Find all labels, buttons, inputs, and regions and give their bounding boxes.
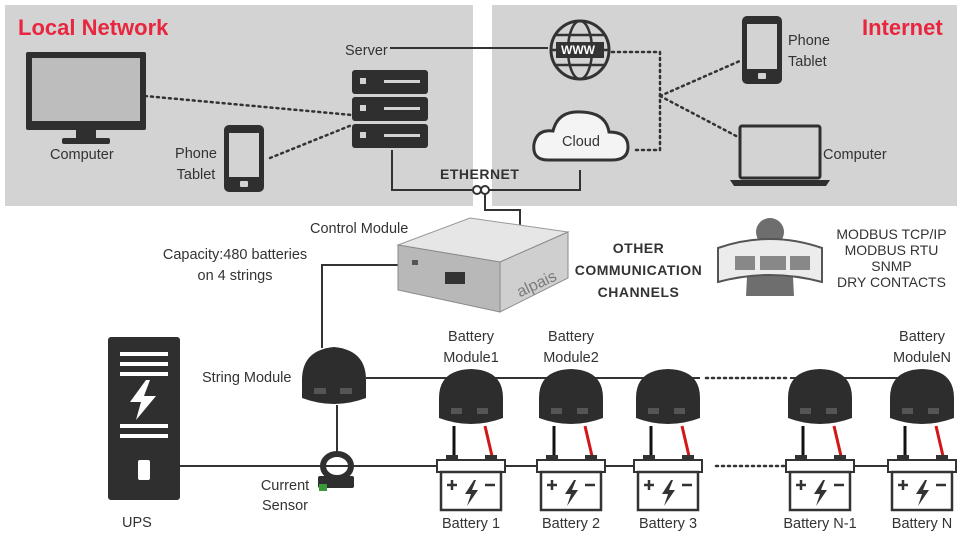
battery-module-label-line2: ModuleN <box>892 350 952 366</box>
phone-server-dotted <box>268 123 354 160</box>
protocol-list: MODBUS TCP/IP MODBUS RTU SNMP DRY CONTAC… <box>824 226 959 290</box>
positive-cable <box>832 425 843 457</box>
battery-module-device <box>890 369 954 424</box>
www-globe-icon <box>549 19 611 81</box>
phone-icon-internet <box>742 16 782 84</box>
other-channels-label: OTHER COMMUNICATION CHANNELS <box>566 240 711 301</box>
www-cloud-dotted <box>610 50 662 152</box>
battery-module-device <box>788 369 852 424</box>
phone-label-line1: Phone <box>788 33 830 49</box>
server-label: Server <box>345 43 388 59</box>
ups-label: UPS <box>122 515 152 531</box>
battery-icon <box>633 455 703 512</box>
www-label: WWW <box>561 43 595 57</box>
battery-label: Battery 2 <box>541 516 601 532</box>
cloud-label: Cloud <box>562 134 600 150</box>
battery-label: Battery 1 <box>441 516 501 532</box>
battery-module-label-line2: Module1 <box>443 350 499 366</box>
battery-icon <box>785 455 855 512</box>
protocol-item: MODBUS TCP/IP <box>836 226 947 242</box>
operator-icon <box>717 218 823 296</box>
current-sensor-line2: Sensor <box>262 498 308 514</box>
laptop-icon <box>730 124 830 186</box>
control-module-device <box>396 217 570 313</box>
battery-module-device <box>539 369 603 424</box>
positive-cable <box>483 425 494 457</box>
other-channels-line3: CHANNELS <box>597 284 680 300</box>
current-sensor-label: Current Sensor <box>254 478 316 515</box>
battery-module-device <box>439 369 503 424</box>
battery-label: Battery 3 <box>638 516 698 532</box>
positive-cable <box>680 425 691 457</box>
computer-label: Computer <box>50 147 114 163</box>
positive-cable <box>583 425 594 457</box>
battery-module-label-line2: Module2 <box>543 350 599 366</box>
phone-tablet-label-internet: Phone Tablet <box>788 33 830 71</box>
ethernet-right <box>488 170 581 191</box>
ethernet-jack-right <box>480 185 490 195</box>
current-sensor-device <box>318 451 354 491</box>
battery-module-label-line1: Battery <box>448 329 494 345</box>
server-icon <box>352 70 428 148</box>
phone-label-line1: Phone <box>175 146 217 162</box>
internet-title: Internet <box>862 15 943 40</box>
protocol-item: MODBUS RTU <box>844 242 939 258</box>
computer-server-dotted <box>143 94 354 117</box>
other-channels-line2: COMMUNICATION <box>574 262 703 278</box>
battery-module-device <box>636 369 700 424</box>
computer-monitor-icon <box>26 52 146 144</box>
phone-label-line2: Tablet <box>788 54 827 70</box>
battery-module-label-line1: Battery <box>899 329 945 345</box>
control-module-label: Control Module <box>310 221 409 237</box>
to-phone-dotted <box>658 58 744 98</box>
ups-cabinet <box>108 337 180 500</box>
to-computer-dotted <box>658 94 742 140</box>
phone-icon-local <box>224 125 264 192</box>
battery-icon <box>887 455 957 512</box>
battery-module-label-line1: Battery <box>548 329 594 345</box>
battery-label: Battery N-1 <box>783 516 857 532</box>
protocol-item: SNMP <box>871 258 912 274</box>
ethernet-to-control <box>484 192 521 232</box>
cloud-icon <box>532 110 630 162</box>
other-channels-line1: OTHER <box>612 240 665 256</box>
phone-label-line2: Tablet <box>176 167 216 183</box>
ethernet-label: ETHERNET <box>440 166 520 182</box>
string-module-label: String Module <box>202 370 292 386</box>
laptop-label: Computer <box>823 147 887 163</box>
current-sensor-line1: Current <box>260 478 310 494</box>
battery-icon <box>536 455 606 512</box>
protocol-item: DRY CONTACTS <box>837 274 946 290</box>
control-to-string-link <box>321 264 398 348</box>
battery-icon <box>436 455 506 512</box>
string-module-device <box>302 347 366 404</box>
phone-tablet-label-local: Phone Tablet <box>170 146 222 184</box>
capacity-label: Capacity:480 batteries on 4 strings <box>150 247 320 285</box>
capacity-line2: on 4 strings <box>197 268 273 284</box>
positive-cable <box>934 425 945 457</box>
battery-label: Battery N <box>891 516 953 532</box>
ethernet-left <box>391 150 472 191</box>
local-network-title: Local Network <box>18 15 169 40</box>
capacity-line1: Capacity:480 batteries <box>162 247 308 263</box>
